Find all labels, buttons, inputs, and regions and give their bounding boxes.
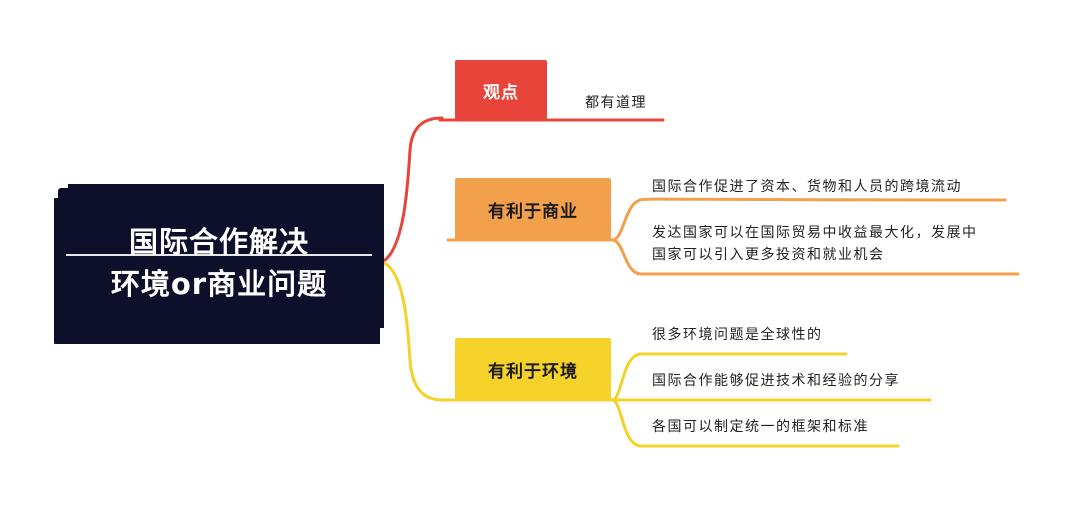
leaf-environment-3[interactable]: 各国可以制定统一的框架和标准	[652, 419, 869, 435]
root-title-line-2: 环境or商业问题	[110, 267, 328, 301]
leaf-opinion-1[interactable]: 都有道理	[585, 95, 647, 111]
leaf-environment-1[interactable]: 很多环境问题是全球性的	[652, 327, 823, 343]
root-brush-stroke	[66, 254, 372, 256]
branch-opinion[interactable]: 观点	[455, 60, 547, 120]
root-title-line-1: 国际合作解决	[128, 225, 309, 259]
connector-business-to-leaf2	[610, 238, 1020, 276]
branch-opinion-label: 观点	[483, 82, 519, 103]
branch-business[interactable]: 有利于商业	[455, 178, 611, 240]
branch-environment[interactable]: 有利于环境	[455, 338, 611, 400]
connector-root-to-opinion	[380, 116, 444, 264]
branch-environment-label: 有利于环境	[488, 361, 578, 382]
root-topic[interactable]: 国际合作解决 环境or商业问题	[58, 188, 380, 338]
branch-business-label: 有利于商业	[488, 201, 578, 222]
leaf-business-2b[interactable]: 国家可以引入更多投资和就业机会	[652, 247, 885, 263]
leaf-business-1[interactable]: 国际合作促进了资本、货物和人员的跨境流动	[652, 179, 962, 195]
connector-environment-to-leaf1	[610, 352, 848, 402]
connector-business-to-leaves	[610, 197, 1007, 242]
connector-root-to-environment	[380, 260, 444, 402]
leaf-environment-2[interactable]: 国际合作能够促进技术和经验的分享	[652, 373, 900, 389]
connector-environment-to-leaf3	[610, 398, 900, 448]
leaf-business-2a[interactable]: 发达国家可以在国际贸易中收益最大化，发展中	[652, 225, 978, 241]
